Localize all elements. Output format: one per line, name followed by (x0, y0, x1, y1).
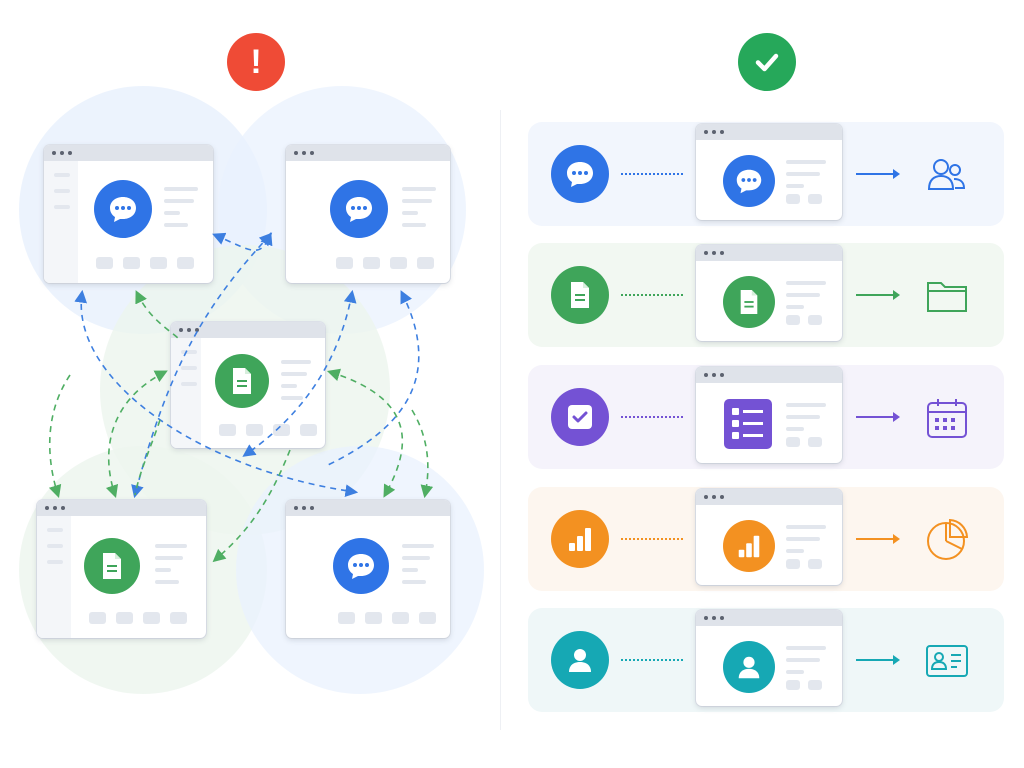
app-window-center (171, 322, 325, 448)
row-profile (528, 608, 1004, 712)
bar-chart-icon (723, 520, 775, 572)
id-card-icon (926, 645, 968, 677)
chat-icon (551, 145, 609, 203)
dotted-connector (621, 173, 683, 175)
window-titlebar (44, 145, 213, 161)
document-icon (551, 266, 609, 324)
window-titlebar (696, 489, 842, 505)
app-window-top-right (286, 145, 450, 283)
dotted-connector (621, 294, 683, 296)
row-analytics (528, 487, 1004, 591)
bar-chart-icon (551, 510, 609, 568)
chat-icon (94, 180, 152, 238)
window-titlebar (696, 367, 842, 383)
app-window-top-left (44, 145, 213, 283)
window-sidebar (37, 516, 71, 638)
window-sidebar (171, 338, 201, 448)
folder-icon (927, 282, 967, 312)
warning-badge: ! (227, 33, 285, 91)
window-sidebar (44, 161, 78, 283)
row-document (528, 243, 1004, 347)
app-window (696, 245, 842, 341)
checklist-icon (724, 399, 772, 449)
window-titlebar (171, 322, 325, 338)
arrow-connector (856, 412, 900, 422)
chat-icon (330, 180, 388, 238)
document-icon (84, 538, 140, 594)
window-titlebar (696, 245, 842, 261)
window-titlebar (286, 500, 450, 516)
window-titlebar (286, 145, 450, 161)
app-window-bottom-right (286, 500, 450, 638)
dotted-connector (621, 416, 683, 418)
document-icon (723, 276, 775, 328)
user-icon (551, 631, 609, 689)
document-icon (215, 354, 269, 408)
app-window (696, 367, 842, 463)
warning-icon: ! (250, 42, 262, 81)
app-window-bottom-left (37, 500, 206, 638)
pie-chart-icon (927, 518, 969, 560)
chat-icon (333, 538, 389, 594)
success-badge (738, 33, 796, 91)
users-icon (927, 159, 966, 190)
row-chat (528, 122, 1004, 226)
dotted-connector (621, 659, 683, 661)
arrow-connector (856, 290, 900, 300)
chat-icon (723, 155, 775, 207)
arrow-connector (856, 169, 900, 179)
app-window (696, 124, 842, 220)
checkbox-icon (551, 388, 609, 446)
app-window (696, 489, 842, 585)
arrow-connector (856, 655, 900, 665)
window-titlebar (37, 500, 206, 516)
arrow-connector (856, 534, 900, 544)
panel-divider (500, 110, 501, 730)
dotted-connector (621, 538, 683, 540)
calendar-icon (927, 399, 967, 438)
check-icon (755, 53, 779, 72)
window-titlebar (696, 124, 842, 140)
row-tasks (528, 365, 1004, 469)
window-titlebar (696, 610, 842, 626)
app-window (696, 610, 842, 706)
user-icon (723, 641, 775, 693)
